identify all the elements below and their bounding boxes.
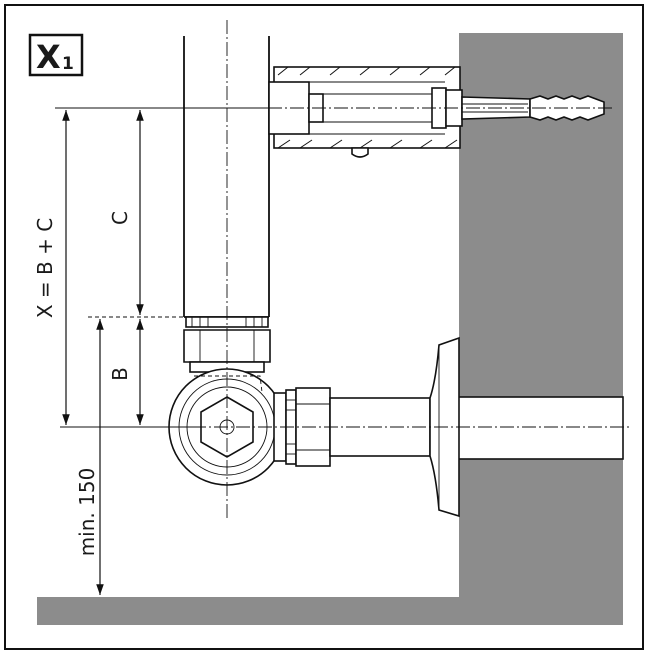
- dimension-c: C: [108, 110, 144, 315]
- dimension-min150-label: min. 150: [75, 468, 99, 557]
- wall-bracket: [268, 66, 461, 158]
- figure-badge: X 1: [28, 33, 84, 77]
- wall: [459, 33, 623, 625]
- dimension-c-label: C: [108, 211, 132, 225]
- dimension-x-label: X = B + C: [33, 218, 57, 318]
- dimension-x: X = B + C: [33, 110, 70, 425]
- floor: [37, 597, 623, 625]
- dimension-b: B: [108, 319, 144, 425]
- wall-pipe: [443, 396, 624, 460]
- extension-lines: [55, 107, 270, 428]
- badge-main-text: X: [36, 38, 61, 76]
- dimension-b-label: B: [108, 367, 132, 381]
- badge-sub-text: 1: [62, 54, 74, 74]
- dimension-min150: min. 150: [75, 319, 104, 595]
